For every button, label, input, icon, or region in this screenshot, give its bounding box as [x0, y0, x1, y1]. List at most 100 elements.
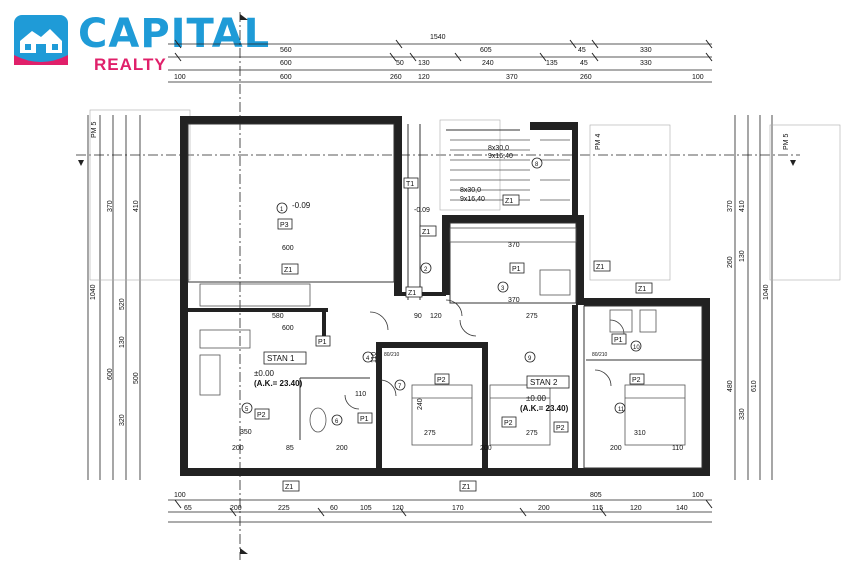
- dim-top3-1: 600: [280, 74, 292, 81]
- dim-top3-3: 120: [418, 74, 430, 81]
- wall-code-z1-c: Z1: [408, 290, 416, 297]
- int-dim-13: 200: [480, 445, 492, 452]
- dim-top3-2: 260: [390, 74, 402, 81]
- int-dim-8: 310: [634, 430, 646, 437]
- int-dim-19: 110: [355, 391, 366, 398]
- room-number-5: 5: [245, 407, 249, 413]
- dim-right-3: 260: [727, 256, 734, 268]
- int-dim-11: 85: [286, 445, 294, 452]
- dim-left-3: 520: [119, 298, 126, 310]
- room-code-bath-1: P1: [360, 416, 369, 423]
- dim-top2-5: 45: [580, 60, 588, 67]
- dim-right-0: 370: [727, 200, 734, 212]
- dim-top1-1: 605: [480, 47, 492, 54]
- int-dim-15: 110: [672, 445, 683, 452]
- dim-bot2-8: 115: [592, 505, 603, 512]
- apartment-1-level: ±0.00: [254, 369, 275, 378]
- dim-top1-0: 560: [280, 47, 292, 54]
- dim-top3-5: 260: [580, 74, 592, 81]
- int-dim-7: 275: [526, 430, 538, 437]
- level-upper: -0.09: [292, 201, 311, 210]
- dim-bot2-7: 200: [538, 505, 550, 512]
- dim-top3-0: 100: [174, 74, 186, 81]
- total-width-label: 1540: [430, 34, 446, 41]
- room-code-bath-2: P1: [614, 337, 623, 344]
- dim-top2-2: 130: [418, 60, 430, 67]
- room-number-1: 1: [280, 207, 284, 213]
- apartment-2-label: STAN 2: [530, 378, 558, 387]
- wall-code-z1-f: Z1: [285, 484, 293, 491]
- int-dim-9: 350: [240, 429, 252, 436]
- dim-left-2: 600: [107, 368, 114, 380]
- stair-upper-2: 9x16,40: [488, 153, 513, 160]
- door-size-2: 80/210: [592, 352, 608, 358]
- company-logo: CAPITAL REALTY: [14, 12, 269, 74]
- dim-left-1: 410: [133, 200, 140, 212]
- level-mid: -0.09: [414, 207, 430, 214]
- room-code-p3: P3: [280, 222, 289, 229]
- dim-bot2-9: 120: [630, 505, 642, 512]
- dim-left-4: 500: [133, 372, 140, 384]
- room-number-6: 6: [335, 419, 339, 425]
- int-dim-12: 200: [336, 445, 348, 452]
- wall-code-z1-d: Z1: [596, 264, 604, 271]
- brand-name: CAPITAL: [78, 11, 271, 57]
- room-code-hall-1: P1: [318, 339, 327, 346]
- apartment-1-label: STAN 1: [267, 354, 295, 363]
- dim-bot1-2: 100: [692, 492, 704, 499]
- apartment-1-ak: (A.K.= 23.40): [254, 379, 303, 388]
- brand-subtitle: REALTY: [94, 55, 167, 74]
- int-dim-17: 120: [430, 313, 442, 320]
- dim-top3-6: 100: [692, 74, 704, 81]
- dim-right-2: 130: [739, 250, 746, 262]
- dim-bot1-0: 100: [174, 492, 186, 499]
- wall-code-z1-b: Z1: [422, 229, 430, 236]
- room-code-bed-3: P2: [632, 377, 641, 384]
- room-number-3: 3: [501, 286, 505, 292]
- wall-code-z1-h: Z1: [505, 198, 513, 205]
- dim-bot2-10: 140: [676, 505, 688, 512]
- pm-label-left: PM 5: [91, 122, 98, 138]
- door-size-1: 80/210: [384, 352, 400, 358]
- int-dim-1: 580: [272, 313, 284, 320]
- dim-right-1: 410: [739, 200, 746, 212]
- dim-top2-6: 330: [640, 60, 652, 67]
- apartment-2-level: ±0.00: [526, 394, 547, 403]
- dim-top1-3: 330: [640, 47, 652, 54]
- room-code-living-1: P2: [257, 412, 266, 419]
- wall-code-z1-g: Z1: [462, 484, 470, 491]
- dim-top2-4: 135: [546, 60, 558, 67]
- int-dim-3: 370: [508, 242, 520, 249]
- int-dim-16: 90: [414, 313, 422, 320]
- room-code-bed-2: P2: [504, 420, 513, 427]
- dim-top3-4: 370: [506, 74, 518, 81]
- int-dim-10: 200: [232, 445, 244, 452]
- dim-bot2-4: 105: [360, 505, 372, 512]
- stair-upper-1: 8x30,0: [488, 145, 509, 152]
- room-number-7: 7: [398, 384, 402, 390]
- wall-code-t1: T1: [406, 181, 414, 188]
- dim-bot2-5: 120: [392, 505, 404, 512]
- dim-bot2-2: 225: [278, 505, 290, 512]
- stair-lower-1: 8x30,0: [460, 187, 481, 194]
- room-code-living-2: P2: [556, 425, 565, 432]
- dim-bot2-0: 65: [184, 505, 192, 512]
- wall-code-z1-e: Z1: [638, 286, 646, 293]
- dim-bot2-3: 60: [330, 505, 338, 512]
- stair-lower-2: 9x16,40: [460, 196, 485, 203]
- room-code-kitchen: P1: [512, 266, 521, 273]
- int-dim-2: 600: [282, 325, 294, 332]
- int-dim-5: 275: [526, 313, 538, 320]
- room-code-bed-1: P2: [437, 377, 446, 384]
- dim-top2-0: 600: [280, 60, 292, 67]
- pm-label-right: PM 5: [783, 134, 790, 150]
- dim-bot1-1: 805: [590, 492, 602, 499]
- room-number-9: 9: [528, 356, 532, 362]
- room-number-11: 11: [618, 407, 625, 413]
- dim-top1-2: 45: [578, 47, 586, 54]
- wall-code-z1-a: Z1: [284, 267, 292, 274]
- dim-right-5: 610: [751, 380, 758, 392]
- int-dim-14: 200: [610, 445, 622, 452]
- int-dim-18: 240: [417, 398, 424, 410]
- room-number-8: 8: [535, 162, 539, 168]
